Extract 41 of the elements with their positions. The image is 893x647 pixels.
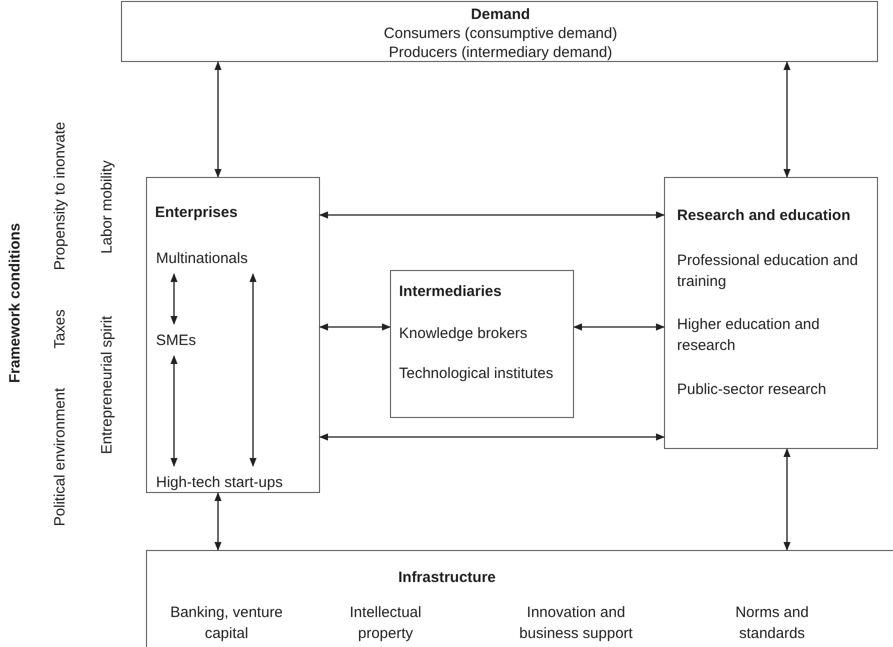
double-arrow xyxy=(783,61,791,178)
side-heading: Framework conditions xyxy=(6,222,24,384)
box-item: Norms and standards xyxy=(734,603,810,644)
box-item: Public-sector research xyxy=(677,380,828,400)
category-box xyxy=(664,177,878,449)
category-box xyxy=(146,550,893,647)
item-label: Multinationals xyxy=(156,249,248,269)
item-label: SMEs xyxy=(156,331,196,351)
double-arrow xyxy=(319,323,391,331)
side-label: Entrepreneurial spirit xyxy=(98,316,116,454)
box-heading: Enterprises xyxy=(155,203,239,223)
box-heading: Demand xyxy=(470,5,532,25)
double-arrow xyxy=(214,61,222,178)
double-arrow xyxy=(319,211,665,219)
box-item: Knowledge brokers xyxy=(399,324,528,344)
double-arrow xyxy=(170,355,178,467)
double-arrow xyxy=(214,492,222,551)
box-item: Innovation and business support xyxy=(518,603,634,644)
box-item: Producers (intermediary demand) xyxy=(388,43,614,63)
side-label: Labor mobility xyxy=(98,160,116,254)
box-item: Higher education and research xyxy=(677,315,821,356)
side-label: Political environment xyxy=(52,388,68,526)
double-arrow xyxy=(249,273,257,467)
double-arrow xyxy=(319,433,665,441)
box-item: Intellectual property xyxy=(348,603,422,644)
category-box xyxy=(121,1,878,62)
double-arrow xyxy=(573,323,665,331)
category-box xyxy=(390,270,574,418)
box-heading: Research and education xyxy=(677,206,852,226)
category-box xyxy=(146,177,320,493)
double-arrow xyxy=(170,273,178,325)
box-heading: Infrastructure xyxy=(397,568,497,588)
side-label: Propensity to inonvate xyxy=(52,122,68,270)
item-label: High-tech start-ups xyxy=(156,473,283,493)
box-item: Banking, venture capital xyxy=(169,603,284,644)
box-heading: Intermediaries xyxy=(399,282,503,302)
side-label: Taxes xyxy=(52,309,68,349)
box-item: Technological institutes xyxy=(399,364,554,384)
box-item: Consumers (consumptive demand) xyxy=(382,24,618,44)
box-item: Professional education and training xyxy=(677,251,859,292)
double-arrow xyxy=(783,448,791,551)
